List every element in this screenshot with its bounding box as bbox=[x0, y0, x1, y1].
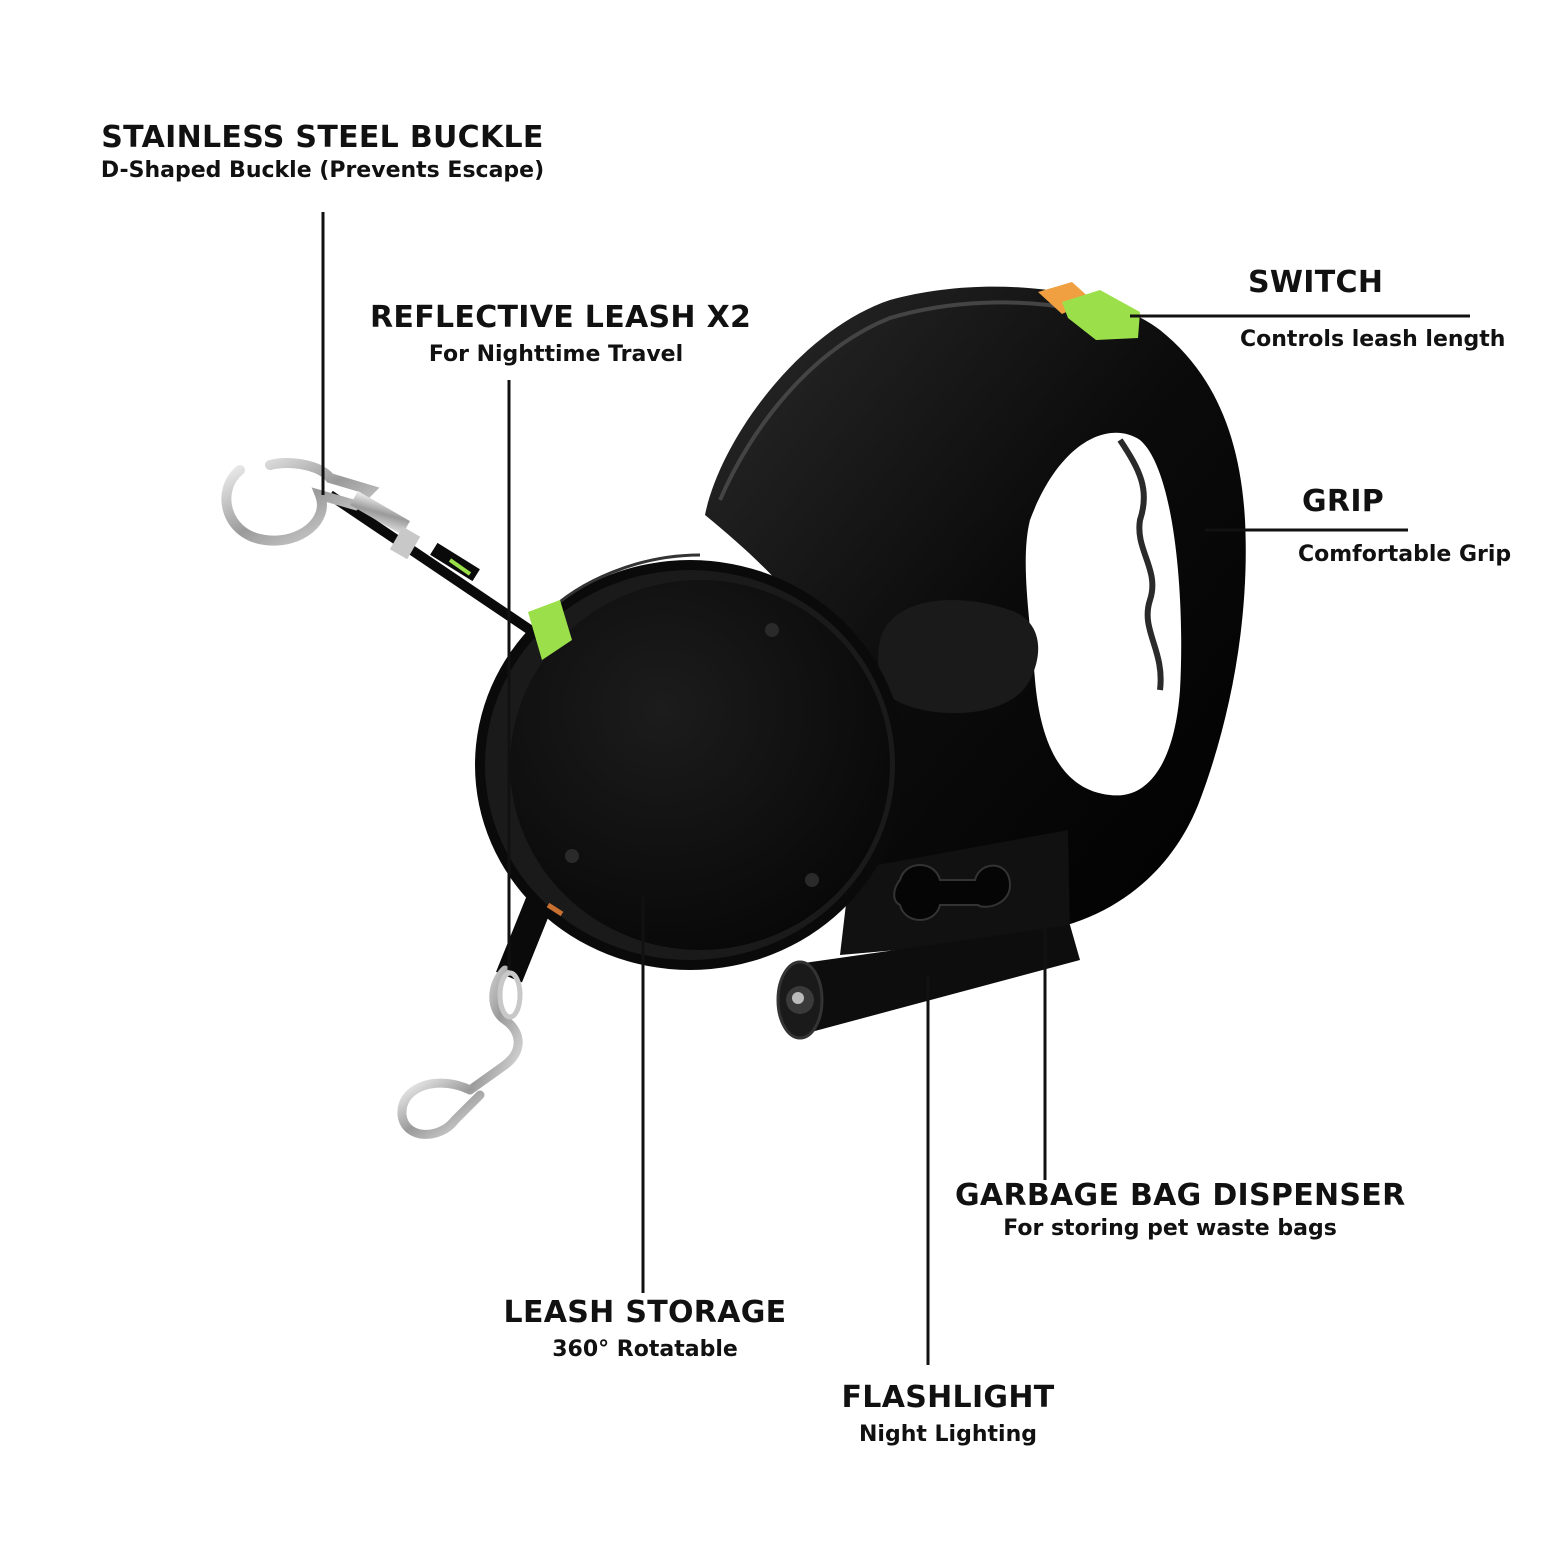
callout-desc: D-Shaped Buckle (Prevents Escape) bbox=[100, 158, 545, 183]
callout-desc: Night Lighting bbox=[859, 1422, 1037, 1447]
callout-desc: For Nighttime Travel bbox=[428, 342, 684, 367]
callout-title: GARBAGE BAG DISPENSER bbox=[955, 1178, 1406, 1213]
callout-desc: Comfortable Grip bbox=[1298, 542, 1512, 567]
callout-grip: GRIP Comfortable Grip bbox=[1298, 484, 1538, 570]
callout-reflective: REFLECTIVE LEASH X2 For Nighttime Travel bbox=[370, 300, 752, 370]
callout-buckle: STAINLESS STEEL BUCKLE D-Shaped Buckle (… bbox=[100, 120, 545, 186]
flashlight bbox=[776, 925, 1080, 1040]
callout-storage: LEASH STORAGE 360° Rotatable bbox=[500, 1295, 790, 1365]
bone-icon bbox=[893, 864, 1012, 921]
upper-snap-hook bbox=[221, 458, 421, 560]
lower-snap-hook bbox=[397, 965, 523, 1139]
callout-title: REFLECTIVE LEASH X2 bbox=[370, 300, 752, 335]
upper-leash bbox=[327, 490, 572, 660]
switch-button bbox=[1038, 282, 1140, 340]
callout-desc: For storing pet waste bags bbox=[1003, 1216, 1337, 1241]
callout-title: GRIP bbox=[1302, 484, 1385, 519]
callout-title: SWITCH bbox=[1248, 265, 1384, 300]
callout-title: FLASHLIGHT bbox=[841, 1380, 1055, 1415]
callout-flashlight: FLASHLIGHT Night Lighting bbox=[828, 1380, 1068, 1450]
callout-desc: 360° Rotatable bbox=[552, 1337, 738, 1362]
callout-desc: Controls leash length bbox=[1240, 327, 1506, 352]
callout-title: LEASH STORAGE bbox=[503, 1295, 787, 1330]
callout-switch: SWITCH Controls leash length bbox=[1240, 265, 1515, 355]
callout-garbage: GARBAGE BAG DISPENSER For storing pet wa… bbox=[955, 1178, 1406, 1244]
leash-storage-disc bbox=[475, 553, 905, 970]
leader-lines bbox=[321, 212, 1470, 1365]
bag-dispenser bbox=[840, 830, 1070, 955]
callout-title: STAINLESS STEEL BUCKLE bbox=[101, 120, 544, 155]
